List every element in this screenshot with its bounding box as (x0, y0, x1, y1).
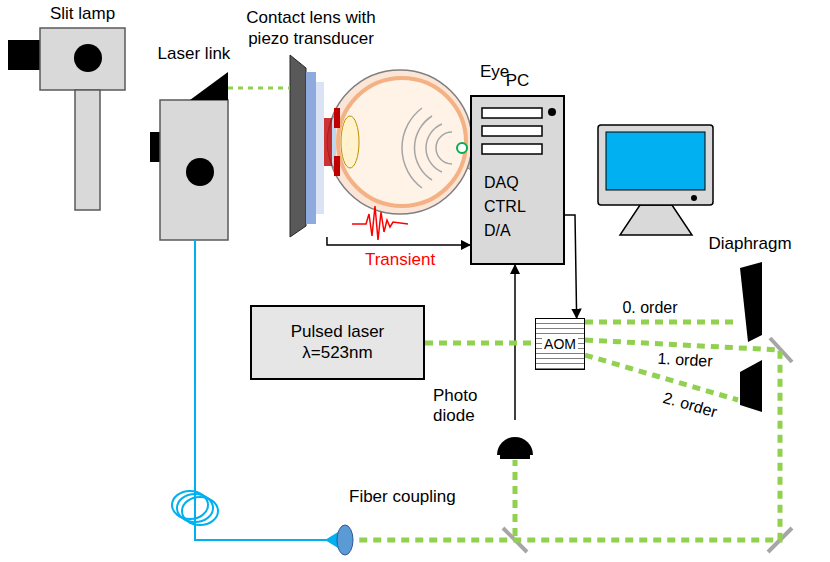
node-label: PC (506, 71, 530, 91)
eye-drawing (457, 143, 467, 153)
contact-lens: Contact lens with piezo transducer (290, 55, 332, 237)
contact-lens-drawing (316, 82, 324, 214)
laser-link-drawing (186, 158, 214, 186)
eye: Eye (328, 62, 476, 222)
order-label: 1. order (657, 350, 713, 370)
eye-drawing (426, 124, 442, 172)
node-label: AOM (542, 336, 578, 353)
diaphragm: Diaphragm (738, 258, 762, 413)
diaphragm-blade (740, 262, 762, 342)
fiber-coil (182, 497, 218, 525)
pc-tower (482, 126, 542, 136)
laser-link-drawing (190, 72, 228, 100)
eye-drawing (341, 116, 359, 168)
eye-drawing (436, 132, 452, 164)
monitor (691, 195, 697, 201)
node-label: Contact lens with piezo transducer (236, 8, 386, 49)
node-label: Pulsed laser (291, 322, 385, 342)
laser-beam (513, 460, 518, 536)
eye-drawing (402, 108, 452, 188)
monitor (598, 125, 713, 235)
pc-tower (470, 95, 565, 265)
node-text: λ=523nm (302, 343, 372, 363)
node-text: CTRL (484, 197, 526, 216)
node-text: D/A (484, 221, 511, 240)
signal-arrow (565, 215, 577, 318)
laser-beam (585, 320, 738, 325)
eye-drawing (334, 108, 340, 128)
monitor (606, 132, 705, 190)
node-label: Eye (480, 62, 509, 82)
order-label: 2. order (661, 389, 719, 421)
pc-tower: PCDAQCTRLD/A (470, 95, 565, 265)
signal-label: Transient (365, 251, 435, 270)
pc-tower (482, 144, 542, 154)
monitor (620, 205, 692, 235)
optical-fiber (195, 240, 335, 540)
laser-beam (425, 341, 535, 346)
laser-link-drawing (150, 72, 228, 240)
laser-link-drawing (160, 100, 228, 240)
slit-lamp-drawing (8, 28, 125, 210)
slit-lamp-drawing (75, 90, 100, 210)
contact-lens-drawing (290, 55, 306, 237)
photo-diode-drawing (500, 455, 530, 459)
fiber-coupling: Fiber coupling (335, 525, 355, 555)
eye-drawing (402, 108, 422, 188)
node-label: Slit lamp (50, 4, 115, 24)
order-label: 0. order (622, 299, 677, 317)
photo-diode-drawing (497, 437, 533, 455)
node-label: Diaphragm (708, 234, 791, 254)
laser-beam (355, 340, 780, 540)
monitor (598, 125, 713, 205)
eye-drawing (327, 70, 485, 214)
slit-lamp-drawing (8, 40, 41, 70)
fiber-lens (337, 525, 353, 555)
laser-beam (228, 86, 290, 89)
pc-tower (470, 95, 565, 265)
signal-arrow (327, 237, 470, 245)
contact-lens-drawing (290, 55, 332, 237)
photo-diode-drawing (497, 437, 533, 459)
slit-lamp: Slit lamp (40, 28, 125, 210)
node-text: DAQ (484, 173, 519, 192)
eye-drawing (338, 78, 466, 206)
transient-waveform (352, 206, 408, 240)
contact-lens-drawing (306, 72, 316, 224)
aom-box: AOM (535, 318, 585, 370)
eye-drawing (328, 70, 472, 214)
photo-diode: Photo diode (497, 420, 533, 458)
laser-box: Pulsed laserλ=523nm (250, 305, 425, 380)
laser-beam (585, 355, 738, 400)
diaphragm-blade (740, 262, 762, 412)
node-label: Fiber coupling (349, 487, 456, 507)
laser-link: Laser link (160, 72, 228, 240)
mirror (503, 338, 792, 552)
node-label: Laser link (158, 44, 231, 64)
eye-drawing (334, 156, 340, 176)
eye-drawing (414, 116, 432, 180)
pc-tower (482, 108, 542, 118)
node-label: Photo diode (433, 386, 491, 427)
slit-lamp-drawing (40, 28, 125, 90)
slit-lamp-drawing (74, 44, 102, 72)
contact-lens-drawing (324, 118, 332, 166)
pc-tower (548, 108, 556, 116)
diaphragm-blade (740, 360, 762, 412)
